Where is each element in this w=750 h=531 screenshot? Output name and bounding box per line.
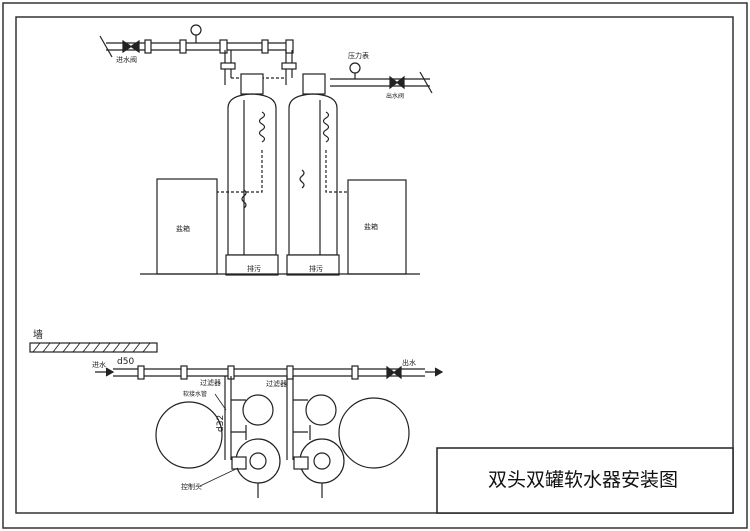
plan-outlet-label: 出水 [402,358,416,367]
inlet-pipe [99,24,294,58]
filter-right-label: 过滤器 [266,379,287,388]
drain-left-label: 排污 [247,264,261,273]
plan-softener-right [305,394,337,426]
drawing-title: 双头双罐软水器安装图 [488,469,678,491]
pressure-gauge-label: 压力表 [348,51,369,60]
inlet-valve-icon [122,39,140,54]
plan-view [29,342,444,498]
pressure-gauge-icon-left [190,24,202,36]
plan-brine-tank-left [155,401,223,469]
valve-head-left [231,456,247,470]
inlet-arrow-icon [105,367,115,377]
plan-outlet-valve-icon [386,365,402,380]
wall-label: 墙 [33,328,43,341]
pressure-gauge-icon-right [349,62,361,74]
brine-tank-right-label: 盐箱 [364,222,378,231]
brine-tank-left-label: 盐箱 [176,224,190,233]
title-block: 双头双罐软水器安装图 [436,447,734,514]
outlet-arrow-icon [434,367,444,377]
softener-tank-left [225,73,279,276]
drawing-frame [15,16,734,514]
elevation-view [99,24,433,276]
inlet-size-label: d50 [117,357,134,367]
outlet-pipe [330,62,433,94]
plan-main-pipe [113,365,425,380]
plan-softener-left [242,394,274,426]
soft-pipe-label: 软接水管 [183,390,207,398]
outlet-valve-label: 出水阀 [386,92,404,100]
softener-tank-right [286,73,340,276]
drain-right-label: 排污 [309,264,323,273]
valve-head-label: 控制头 [181,482,202,491]
filter-left-label: 过滤器 [200,378,221,387]
inlet-valve-label: 进水阀 [116,55,137,64]
brine-tank-right [347,179,407,275]
brine-tank-left [156,178,218,275]
plan-brine-tank-right [338,397,410,469]
wall [29,342,158,353]
drain-size-label: d32 [216,415,226,432]
plan-inlet-label: 进水 [92,360,106,369]
valve-head-right [293,456,309,470]
outlet-valve-icon [389,75,405,90]
